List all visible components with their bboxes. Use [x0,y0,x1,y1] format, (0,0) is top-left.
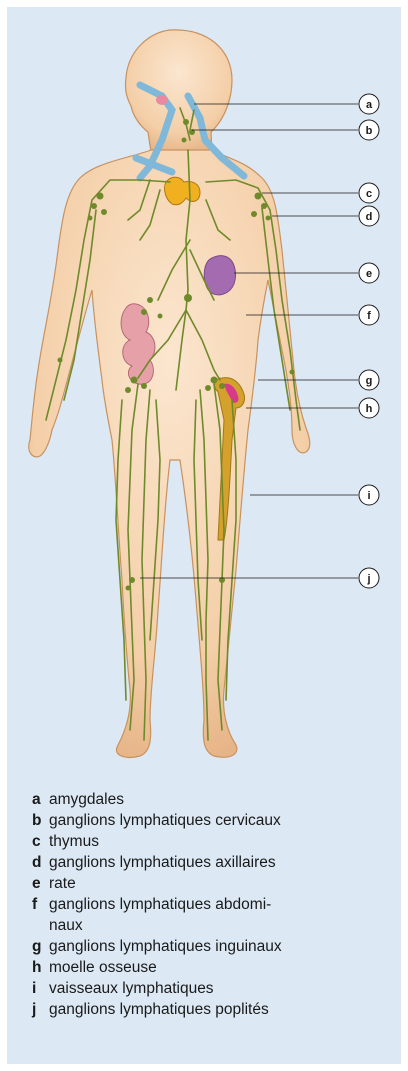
callout-h: h [359,398,379,418]
legend-text: moelle osseuse [49,957,404,978]
svg-text:b: b [366,125,373,137]
svg-text:h: h [366,403,373,415]
legend-text: ganglions lymphatiques poplités [49,999,404,1020]
legend-letter: j [32,999,49,1020]
legend-item-h: h moelle osseuse [32,957,404,978]
callout-c: c [359,183,379,203]
svg-text:f: f [367,310,371,322]
svg-text:c: c [366,188,372,200]
legend-text: vaisseaux lymphatiques [49,978,404,999]
legend-text: ganglions lymphatiques inguinaux [49,936,404,957]
legend-text: ganglions lymphatiques cervicaux [49,810,404,831]
legend-letter: e [32,873,49,894]
svg-text:j: j [366,573,370,585]
legend-item-b: b ganglions lymphatiques cervicaux [32,810,404,831]
legend-letter: i [32,978,49,999]
legend-text: ganglions lymphatiques abdomi- naux [49,894,404,936]
legend-item-e: e rate [32,873,404,894]
legend-text: rate [49,873,404,894]
legend-letter: d [32,852,49,873]
callout-j: j [359,568,379,588]
head [125,30,232,152]
callout-d: d [359,206,379,226]
legend-item-i: i vaisseaux lymphatiques [32,978,404,999]
svg-text:d: d [366,211,373,223]
svg-text:e: e [366,268,372,280]
callout-f: f [359,305,379,325]
callout-a: a [359,94,379,114]
legend-item-g: g ganglions lymphatiques inguinaux [32,936,404,957]
legend-letter: f [32,894,49,936]
svg-text:i: i [367,490,370,502]
tonsils [156,95,168,105]
human-body [29,30,310,758]
lymphatic-system-illustration: a b c d e f g h [0,0,408,780]
legend-letter: h [32,957,49,978]
legend-item-d: d ganglions lymphatiques axillaires [32,852,404,873]
legend-letter: g [32,936,49,957]
legend-item-j: j ganglions lymphatiques poplités [32,999,404,1020]
callout-e: e [359,263,379,283]
callout-b: b [359,120,379,140]
svg-text:g: g [366,375,373,387]
legend-text: thymus [49,831,404,852]
legend-text-line-1: ganglions lymphatiques abdomi- [49,896,271,913]
svg-text:a: a [366,99,373,111]
callouts: a b c d e f g h [359,94,379,588]
legend-text: ganglions lymphatiques axillaires [49,852,404,873]
legend-item-f: f ganglions lymphatiques abdomi- naux [32,894,404,936]
callout-i: i [359,485,379,505]
legend-text: amygdales [49,789,404,810]
legend-letter: b [32,810,49,831]
legend-text-line-2: naux [49,917,83,934]
legend-item-a: a amygdales [32,789,404,810]
legend-item-c: c thymus [32,831,404,852]
torso-and-limbs [29,150,310,757]
callout-g: g [359,370,379,390]
legend-letter: a [32,789,49,810]
legend: a amygdales b ganglions lymphatiques cer… [32,789,404,1020]
legend-letter: c [32,831,49,852]
